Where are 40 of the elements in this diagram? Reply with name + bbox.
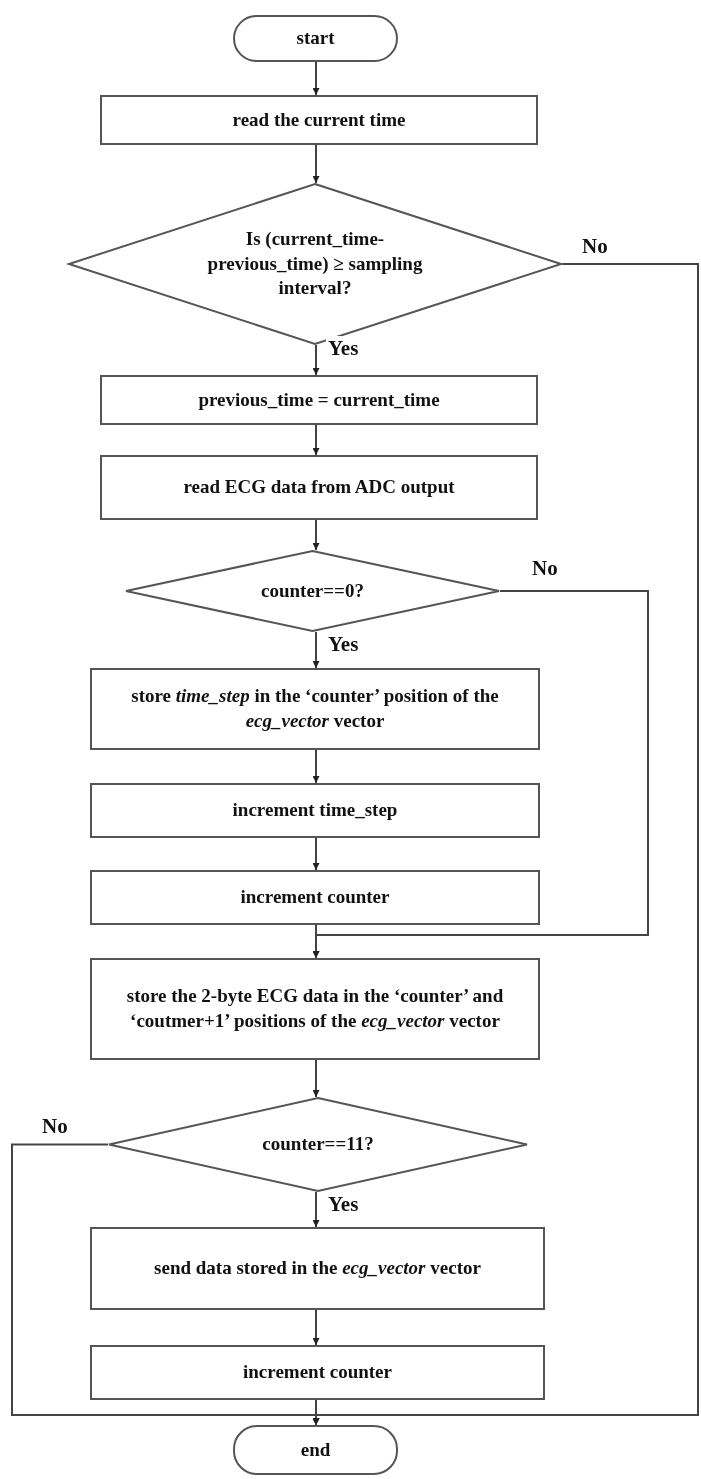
process-box [100,455,538,520]
node-text: store time_step in the ‘counter’ position of the ecg_vector vector [130,684,500,733]
process-box [100,375,538,425]
process-box [100,95,538,145]
decision-diamond [108,1097,528,1192]
arrow [312,1309,320,1346]
terminal-box [233,1425,398,1475]
node-text: end [300,1437,331,1462]
node-text: previous_time = current_time [198,387,440,412]
node-text: Is (current_time-previous_time) ≥ sampling interval? [206,226,424,301]
arrow [312,924,320,959]
node-text: store the 2-byte ECG data in the ‘counter’ and ‘coutmer+1’ positions of the ecg_vector vector [125,984,505,1033]
arrow [312,144,320,184]
decision-diamond [125,550,500,632]
arrow [312,631,320,669]
arrow [312,749,320,784]
process-box [90,958,540,1060]
node-text: increment time_step [232,798,398,823]
node-text: counter==0? [261,578,364,603]
arrow [312,344,320,376]
node-text: increment counter [243,1360,392,1385]
node-text: send data stored in the ecg_vector vector [154,1256,481,1281]
arrow [312,1399,320,1426]
process-box [90,783,540,838]
arrow [312,519,320,551]
terminal-box [233,15,398,62]
node-text: read ECG data from ADC output [183,475,455,500]
node-text: read the current time [232,107,406,132]
process-box [90,1345,545,1400]
node-text: start [296,26,335,51]
arrow [312,1191,320,1228]
arrow [312,424,320,456]
process-box [90,668,540,750]
arrow [312,837,320,871]
arrow [312,61,320,96]
arrow [312,1059,320,1098]
node-text: counter==11? [262,1132,374,1157]
process-box [90,870,540,925]
node-text: increment counter [240,885,390,910]
process-box [90,1227,545,1310]
